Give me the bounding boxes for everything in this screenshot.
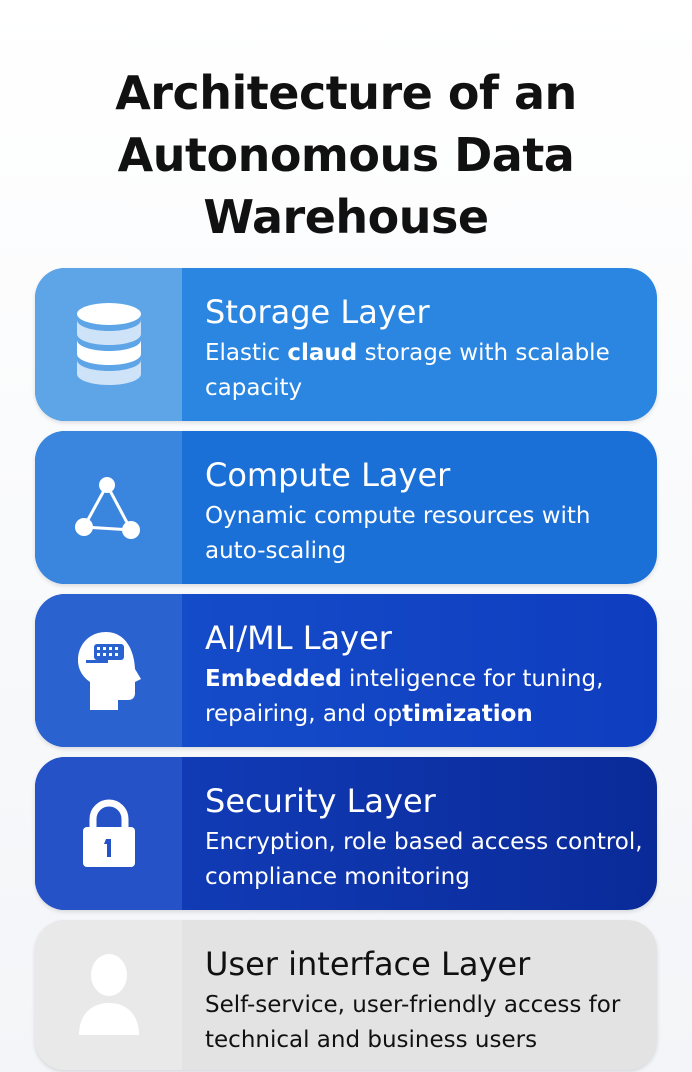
description-segment: timization [402,701,533,727]
layer-description: Encryption, role based access control, c… [205,825,647,895]
description-segment: Elastic [205,340,288,366]
title-line: Autonomous Data [117,128,575,182]
lock-icon [35,757,182,910]
description-segment: claud [287,340,358,366]
layer-description: Elastic claud storage with scalable capa… [205,336,647,406]
compute-layer-card: Compute Layer Oynamic compute resources … [35,431,657,584]
description-segment: Encryption, role based access control, c… [205,829,643,890]
description-segment: Embedded [205,666,342,692]
security-layer-card: Security Layer Encryption, role based ac… [35,757,657,910]
description-segment: Self-service, user-friendly access for t… [205,992,621,1053]
layer-description: Embedded inteligence for tuning, repairi… [205,662,647,732]
title-line: Warehouse [203,190,489,244]
description-segment: storage with scalable capacity [205,340,610,401]
layer-title: Security Layer [205,782,436,820]
ai-head-icon [35,594,182,747]
user-interface-layer-card: User interface Layer Self-service, user-… [35,920,657,1070]
layer-title: Compute Layer [205,456,451,494]
layer-title: AI/ML Layer [205,619,392,657]
database-icon [35,268,182,421]
aiml-layer-card: AI/ML Layer Embedded inteligence for tun… [35,594,657,747]
storage-layer-card: Storage Layer Elastic claud storage with… [35,268,657,421]
user-icon [35,920,182,1070]
description-segment: inteligence for tuning, repairing, and o… [205,666,604,727]
layer-description: Self-service, user-friendly access for t… [205,988,647,1058]
description-segment: Oynamic compute resources with auto-scal… [205,503,591,564]
layer-title: User interface Layer [205,945,531,983]
page-title: Architecture of an Autonomous Data Wareh… [0,62,692,248]
layer-description: Oynamic compute resources with auto-scal… [205,499,647,569]
title-line: Architecture of an [115,66,577,120]
network-nodes-icon [35,431,182,584]
layer-title: Storage Layer [205,293,430,331]
